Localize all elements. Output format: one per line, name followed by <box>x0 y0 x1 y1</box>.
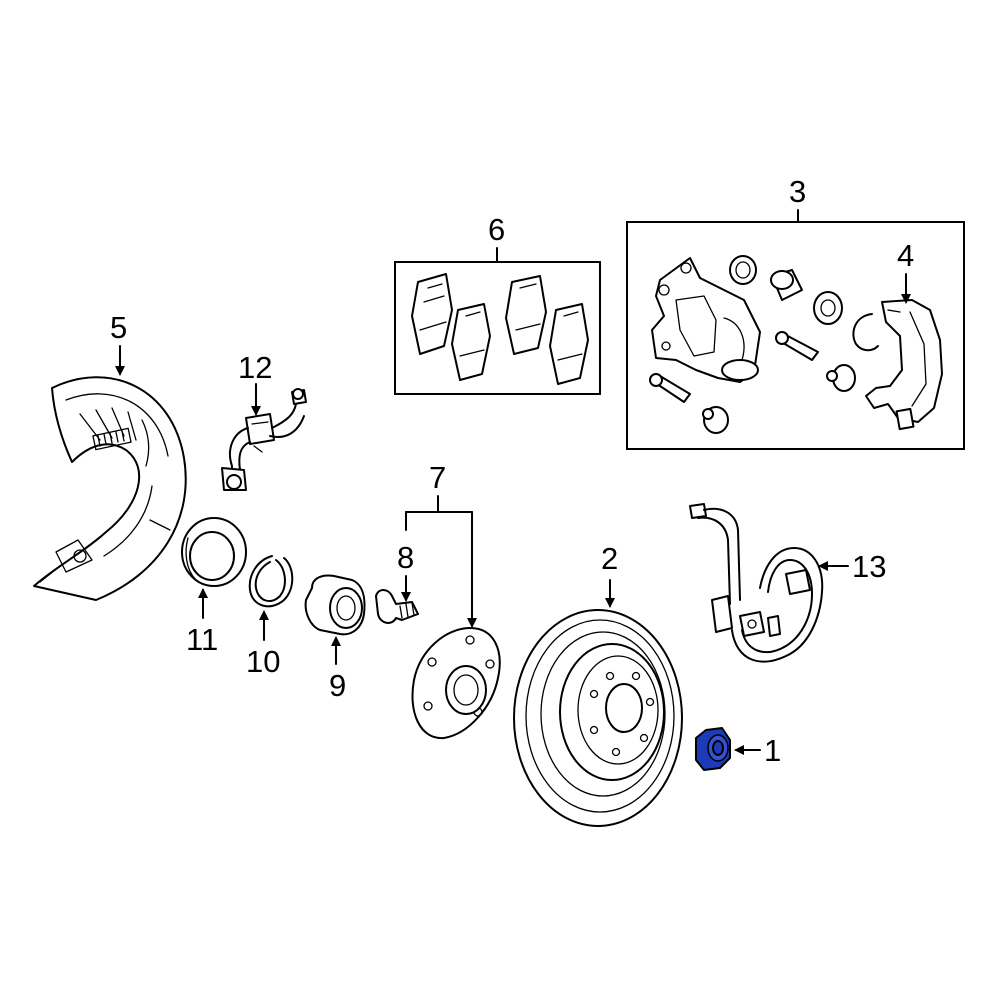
caliper-group-box <box>626 221 965 450</box>
hub-assembly-part[interactable] <box>411 627 501 740</box>
callout-3: 3 <box>789 174 806 209</box>
callout-8: 8 <box>397 540 414 575</box>
callout-9: 9 <box>329 668 346 703</box>
wheel-stud-part[interactable] <box>375 589 419 624</box>
callout-1: 1 <box>764 733 781 768</box>
callout-12: 12 <box>238 350 272 385</box>
callout-13: 13 <box>852 549 886 584</box>
callout-5: 5 <box>110 310 127 345</box>
callout-2: 2 <box>601 541 618 576</box>
wheel-bearing-part[interactable] <box>304 574 366 636</box>
callout-4: 4 <box>897 238 914 273</box>
callout-10: 10 <box>246 644 280 679</box>
leader-lines <box>115 209 911 755</box>
callout-labels: 1 2 3 4 5 6 7 8 9 10 11 12 13 <box>110 174 914 768</box>
splash-shield-part[interactable] <box>33 376 187 601</box>
callout-11: 11 <box>186 622 218 657</box>
snap-ring-part[interactable] <box>248 555 294 608</box>
dust-seal-part[interactable] <box>181 517 247 587</box>
abs-sensor-part[interactable] <box>689 503 824 663</box>
brake-pads-part[interactable] <box>394 261 601 395</box>
brake-rotor-part[interactable] <box>513 609 683 827</box>
brake-hose-part[interactable] <box>221 388 307 491</box>
caliper-assembly-part[interactable] <box>626 221 965 450</box>
callout-6: 6 <box>488 212 505 247</box>
caliper-bracket-part[interactable] <box>865 299 943 431</box>
callout-7: 7 <box>429 460 446 495</box>
hub-nut-part[interactable] <box>695 727 731 771</box>
